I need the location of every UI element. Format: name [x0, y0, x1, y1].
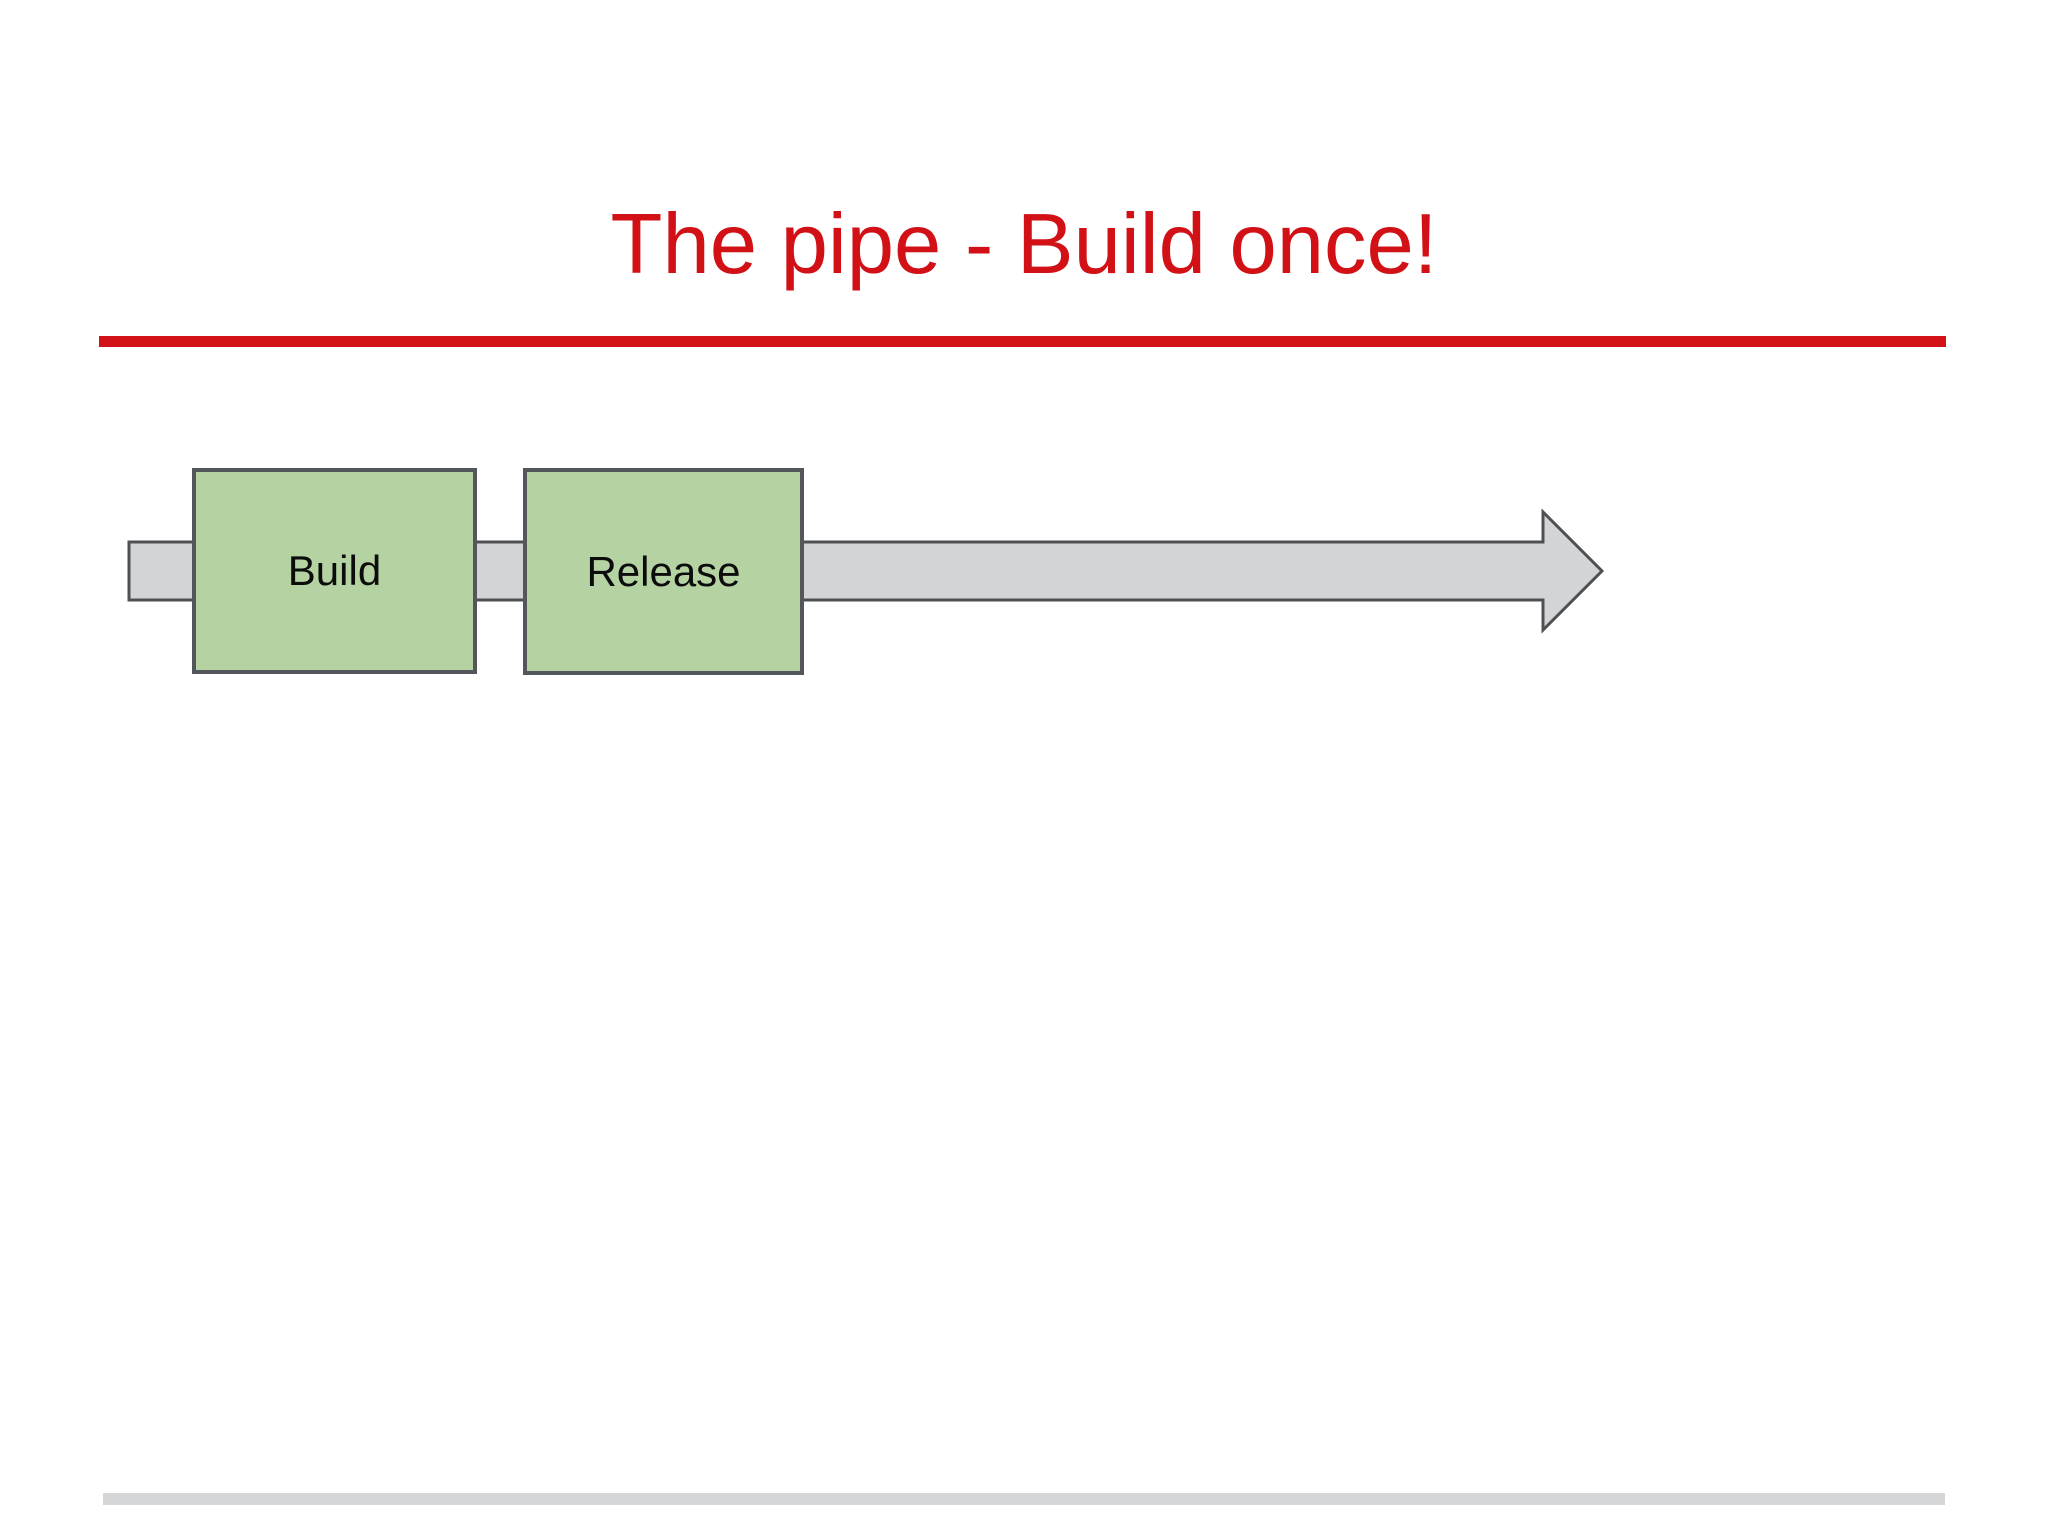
stage-label: Build: [287, 547, 382, 594]
title-divider-line: [99, 336, 1946, 347]
stage-box-release: Release: [523, 468, 804, 675]
footer-bar: [103, 1493, 1945, 1505]
stage-label: Release: [586, 547, 741, 595]
stage-box-build: Build: [192, 468, 477, 674]
slide-title: The pipe - Build once!: [610, 197, 1438, 292]
